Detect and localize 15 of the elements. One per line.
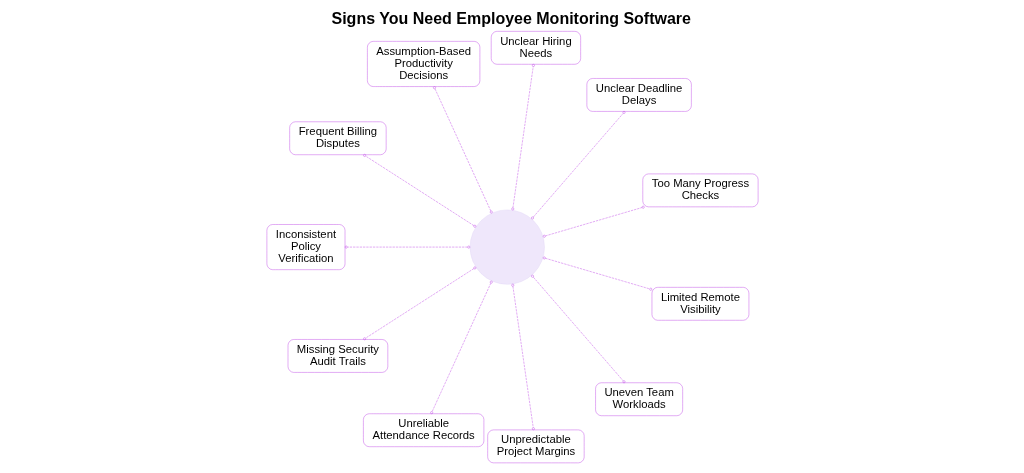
connector (542, 256, 652, 291)
diagram-title: Signs You Need Employee Monitoring Software (331, 10, 691, 28)
connector (530, 111, 625, 220)
node-box: Limited Remote Visibility (651, 287, 749, 321)
connector (344, 245, 470, 249)
connector (542, 205, 645, 238)
connector (530, 274, 625, 384)
node-box: Assumption-Based Productivity Decisions (366, 41, 480, 87)
connector (510, 283, 535, 431)
connector (362, 154, 476, 228)
connector (432, 86, 493, 214)
connector (362, 266, 476, 341)
connector (510, 64, 535, 211)
connector (429, 280, 493, 414)
node-box: Inconsistent Policy Verification (266, 224, 345, 270)
